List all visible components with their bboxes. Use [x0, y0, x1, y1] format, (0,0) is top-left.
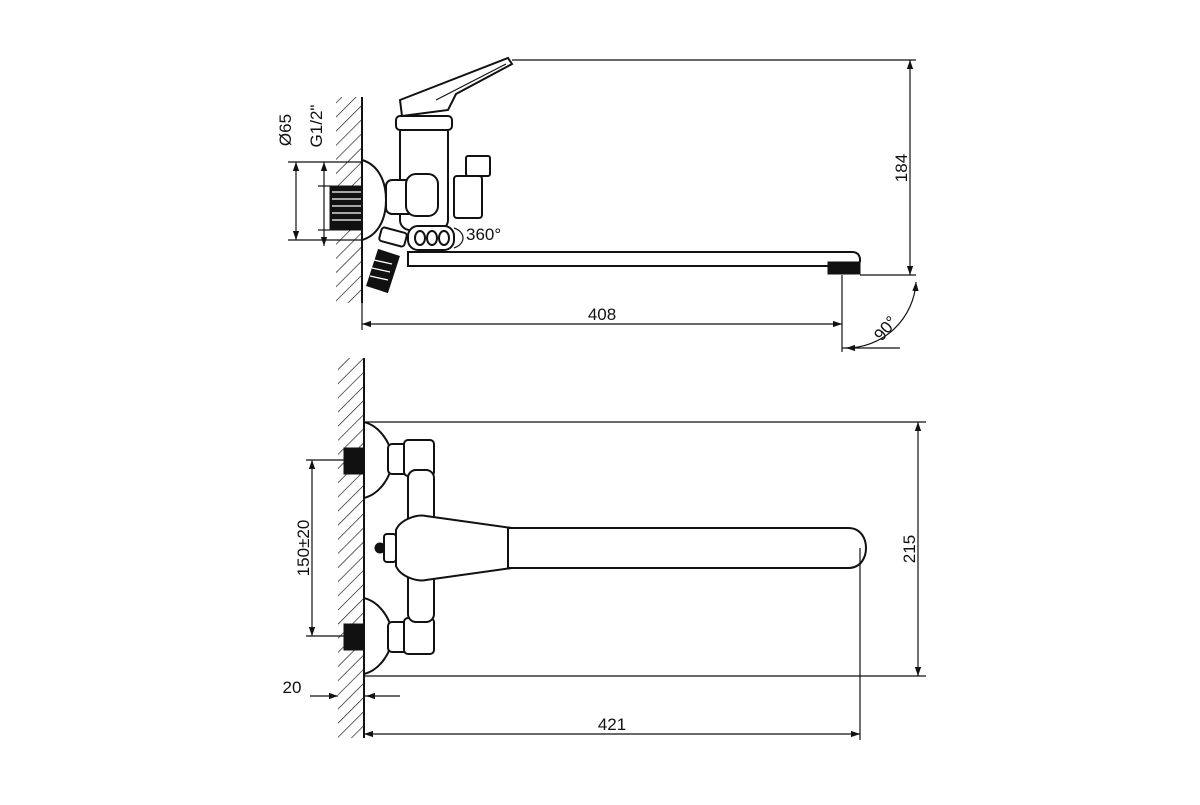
- dim-thread-label: G1/2": [307, 105, 326, 148]
- side-view: 184 408 90° 360° Ø65 G1/2: [276, 56, 919, 352]
- dim-height-side: 184: [512, 59, 916, 276]
- dim-height-side-label: 184: [892, 154, 911, 182]
- swivel-ring: [407, 225, 464, 251]
- dim-height-top: 215: [364, 421, 926, 677]
- top-view: 215 150±20 20 421: [283, 358, 926, 740]
- mixer-body-side: [385, 115, 453, 231]
- inlet-pipe-thread: [329, 185, 365, 231]
- inlet-bottom: [343, 596, 435, 676]
- diverter-knob: [453, 155, 491, 219]
- dim-wall-offset: 20: [283, 678, 400, 700]
- spout-top: [507, 527, 868, 569]
- dim-center-distance-label: 150±20: [294, 520, 313, 577]
- dim-length-top-label: 421: [598, 715, 626, 734]
- handle-knob-top: [374, 514, 513, 582]
- dim-thread: G1/2": [307, 105, 330, 246]
- dim-length-top: 421: [364, 548, 861, 740]
- spout-side: [407, 251, 861, 275]
- spout-angle-label: 90°: [870, 313, 901, 345]
- dim-height-top-label: 215: [900, 535, 919, 563]
- dim-length-side-label: 408: [588, 305, 616, 324]
- shower-hose-connector: [366, 226, 408, 294]
- lever-handle-side: [398, 56, 514, 118]
- wall-hatch-top: [338, 358, 365, 738]
- dim-diameter-label: Ø65: [276, 114, 295, 146]
- dim-angle-side: 90°: [842, 281, 919, 352]
- inlet-top: [343, 420, 435, 500]
- dim-wall-offset-label: 20: [283, 678, 302, 697]
- dim-length-side: 408: [361, 275, 843, 352]
- dim-center-distance: 150±20: [294, 459, 344, 637]
- rotation-label: 360°: [466, 225, 501, 244]
